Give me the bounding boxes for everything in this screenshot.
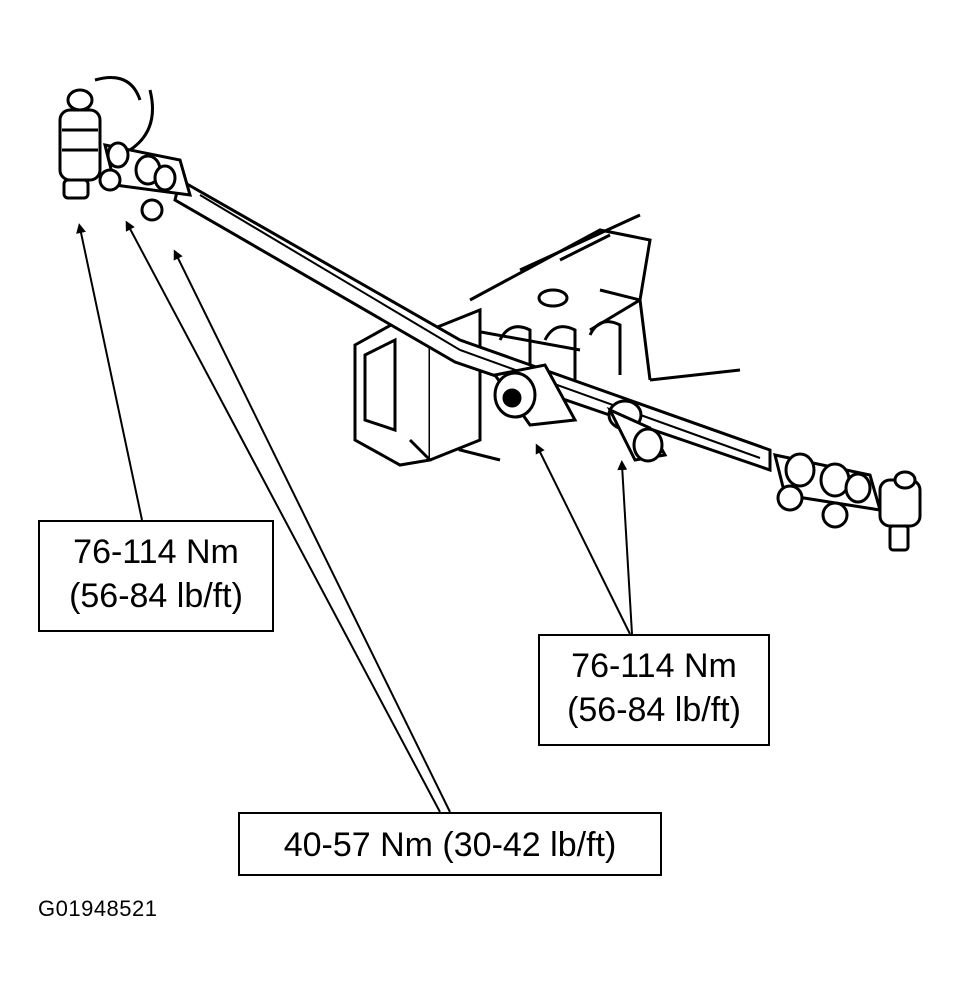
- figure-id: G01948521: [38, 896, 158, 921]
- leader-left-outer: [76, 223, 143, 521]
- leader-right-idler: [617, 460, 633, 635]
- leader-lines: [76, 220, 633, 813]
- torque-callout-right: 76-114 Nm (56-84 lb/ft): [538, 634, 770, 746]
- torque-callout-left: 76-114 Nm (56-84 lb/ft): [38, 520, 274, 632]
- left-tie-rod-end: [58, 76, 193, 222]
- callout-right-imperial: (56-84 lb/ft): [567, 691, 741, 729]
- pitman-idler-nuts: [492, 363, 668, 463]
- leader-sleeve-b: [173, 249, 451, 813]
- steering-gear-bracket: [353, 307, 482, 467]
- leader-sleeve-a: [125, 220, 441, 813]
- torque-callout-bottom: 40-57 Nm (30-42 lb/ft): [238, 812, 662, 876]
- frame-crossmember: [429, 213, 741, 462]
- right-tie-rod-end: [772, 452, 922, 552]
- center-link: [173, 177, 772, 473]
- callout-right-metric: 76-114 Nm: [571, 647, 737, 685]
- callout-left-metric: 76-114 Nm: [73, 533, 239, 571]
- callout-left-imperial: (56-84 lb/ft): [69, 577, 243, 615]
- callout-bottom-text: 40-57 Nm (30-42 lb/ft): [283, 826, 617, 864]
- leader-right-center: [535, 443, 631, 635]
